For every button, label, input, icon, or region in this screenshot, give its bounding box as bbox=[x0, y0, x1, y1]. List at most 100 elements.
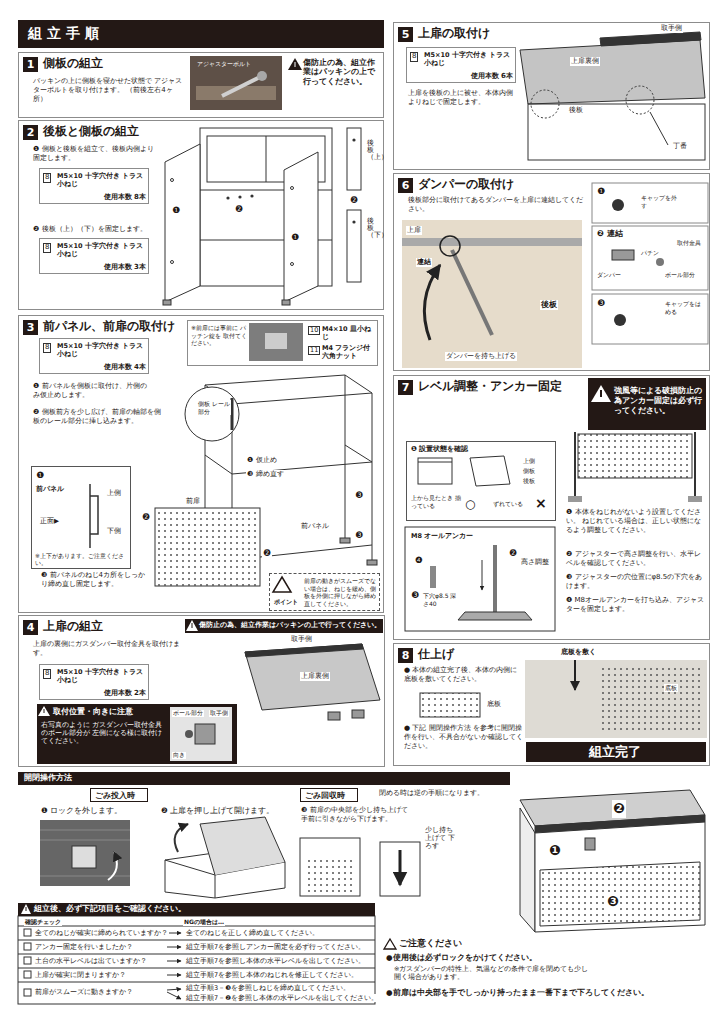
part-label: 上扉裏側 bbox=[300, 672, 330, 681]
part-label: アンカー固定を行いましたか？ bbox=[34, 943, 134, 951]
damper-detail bbox=[592, 226, 708, 290]
part-label: NGの場合は… bbox=[183, 918, 225, 926]
frame-drawing bbox=[163, 300, 171, 305]
node-text: 前パネル bbox=[36, 485, 64, 494]
part-label: 底板 bbox=[486, 700, 502, 708]
warning-icon bbox=[295, 62, 296, 67]
part-label: ●使用後は必ずロックをかけてください。 bbox=[385, 953, 538, 962]
alignment-sketch bbox=[418, 458, 452, 484]
screw-spec-box: 8M5×10 十字穴付き トラス小ねじ使用本数 4本 bbox=[39, 338, 149, 374]
screw-mark bbox=[226, 196, 229, 199]
damper-photo bbox=[402, 220, 582, 368]
part-label: 後板（下） bbox=[366, 218, 375, 239]
detail-circle bbox=[231, 398, 234, 430]
checklist-table bbox=[24, 943, 31, 950]
complete-banner: 組立完了 bbox=[526, 742, 706, 762]
frame-drawing bbox=[165, 144, 200, 302]
node-text: 組立完了 bbox=[526, 744, 704, 760]
cabinet-drawing bbox=[535, 822, 705, 932]
node-text: 使用本数 3本 bbox=[80, 263, 146, 272]
part-label: 閉める時は逆の手順になります。 bbox=[378, 789, 485, 798]
node-text: 後板と側板の組立 bbox=[43, 124, 139, 138]
part-label: 上側 bbox=[522, 458, 536, 465]
lid-drawing bbox=[245, 644, 380, 720]
adjuster-photo bbox=[190, 56, 282, 110]
part-label: 後板（上） bbox=[366, 140, 375, 161]
step-panel: 3前パネル、前扉の取付け❶ 前パネルを側板に取付け、片側のみ仮止めします。❷ 側… bbox=[18, 315, 384, 613]
frame-drawing bbox=[347, 210, 361, 282]
front-door-sketch bbox=[305, 860, 355, 892]
node-text: 傷防止の為、組立作業はパッキンの上で行ってください。 bbox=[199, 621, 381, 629]
mode-tag: ごみ回収時 bbox=[300, 788, 358, 802]
node-text: ※上下があります。ご注意ください。 bbox=[35, 553, 129, 567]
screw-mark bbox=[352, 220, 355, 223]
checklist-table bbox=[18, 916, 375, 1004]
warning-icon bbox=[26, 907, 27, 911]
ng-arrow bbox=[167, 975, 181, 976]
step-panel: 5上扉の取付け上扉を後板の上に被せ、本体内側よりねじで固定します。8M5×10 … bbox=[393, 22, 710, 170]
step-panel: 6ダンパーの取付け後板部分に取付けてあるダンパーを上扉に連結してください。 bbox=[393, 173, 710, 371]
anchor-detail bbox=[458, 612, 532, 620]
part-label: ❶ bbox=[171, 205, 181, 216]
adjuster-photo bbox=[222, 76, 262, 96]
screw-spec-box: 8 M5×10 十字穴付き トラス小ねじ使用本数 3本 bbox=[39, 238, 149, 274]
caution-note: 取付位置・向きに注意右写真のように ガスダンパー取付金具のボール部分が 左側にな… bbox=[37, 704, 237, 764]
ng-arrow bbox=[167, 961, 181, 962]
node-text: 仕上げ bbox=[418, 647, 454, 661]
part-label: 取手側 bbox=[660, 24, 683, 33]
step-panel: 2後板と側板の組立❶ 側板と後板を組立て、後板内側より固定します。❷ 後板（上）… bbox=[18, 120, 384, 310]
node-text: 上扉を後板の上に被せ、本体内側よりねじで固定します。 bbox=[408, 89, 518, 107]
node-text: 上扉の取付け bbox=[418, 26, 490, 40]
node-text: 8 bbox=[43, 669, 51, 679]
frame-drawing bbox=[171, 261, 174, 264]
panel-profile bbox=[90, 484, 98, 548]
cabinet-drawing bbox=[520, 790, 705, 932]
part-label: 取手側 bbox=[290, 635, 313, 644]
node-text: 8 bbox=[43, 343, 51, 353]
damper-detail bbox=[612, 250, 634, 260]
part-label: ❶ 仮止め bbox=[246, 456, 278, 465]
part-label: ❸ 前扉の中央部を少し持ち上げて 手前に引きながら下げます。 bbox=[300, 806, 414, 824]
node-text: 使用本数 2本 bbox=[80, 689, 146, 698]
node-text: ❸ アジャスターの穴位置にφ8.5の下穴をあけます。 bbox=[566, 573, 704, 591]
node-text: 右写真のように ガスダンパー取付金具のボール部分が 左側になる様に取付けてくださ… bbox=[41, 721, 165, 745]
step-number: 1 bbox=[23, 57, 38, 72]
part-label: 確認チェック bbox=[24, 918, 62, 926]
part-label: 上扉裏側 bbox=[570, 57, 600, 66]
frame-drawing bbox=[291, 263, 294, 266]
part-label: ❸ bbox=[410, 590, 420, 601]
cabinet-drawing bbox=[540, 862, 700, 926]
detail-circle bbox=[185, 387, 239, 441]
frame-drawing bbox=[171, 179, 174, 182]
front-door-sketch bbox=[300, 838, 420, 896]
warning-icon bbox=[38, 706, 50, 716]
leg-drawing bbox=[575, 432, 695, 498]
leg-drawing bbox=[568, 496, 582, 502]
part-label: 後板 bbox=[540, 300, 558, 310]
checklist-table bbox=[24, 989, 31, 996]
part-label: ※ガスダンパーの特性上、気温などの条件で扉を閉めても少し開く場合があります。 bbox=[393, 965, 595, 981]
front-door-drawing bbox=[155, 508, 260, 586]
node-text: 上から見たとき 揃っている bbox=[411, 494, 461, 509]
checklist-table bbox=[18, 916, 375, 1004]
node-text: 下側 bbox=[107, 527, 121, 535]
part-label: ❷ 連結 bbox=[596, 229, 624, 239]
part-label: 丁番 bbox=[672, 142, 688, 151]
node-text: M5×10 十字穴付き トラス小ねじ bbox=[57, 242, 145, 258]
node-text: ❹ M8オールアンカーを打ち込み、アジャスターを固定します。 bbox=[566, 596, 704, 614]
node-text: パッキンの上に側板を寝かせた状態で アジャスターボルトを取り付けます。 （前後左… bbox=[33, 77, 183, 103]
step-panel: 7レベル調整・アンカー固定❶ 本体をねじれがないよう設置してください。 ねじれて… bbox=[393, 375, 710, 640]
step-panel: 4上扉の組立上扉の裏側にガスダンパー取付金具を取付けます。傷防止の為、組立作業は… bbox=[18, 615, 385, 767]
damper-photo bbox=[440, 236, 460, 256]
warning-icon bbox=[21, 904, 31, 914]
open-lid-drawing bbox=[200, 817, 285, 875]
node-text: 8 bbox=[43, 173, 51, 183]
step-panel: 1側板の組立パッキンの上に側板を寝かせた状態で アジャスターボルトを取り付けます… bbox=[18, 52, 384, 118]
lid-mount-drawing bbox=[528, 104, 705, 160]
lid-drawing bbox=[352, 710, 364, 718]
part-label: 少し持ち上げて 下ろす bbox=[424, 826, 460, 850]
floor-board-drawing bbox=[574, 660, 576, 690]
step-number: 6 bbox=[398, 178, 413, 193]
node-text: 8 bbox=[43, 243, 51, 253]
